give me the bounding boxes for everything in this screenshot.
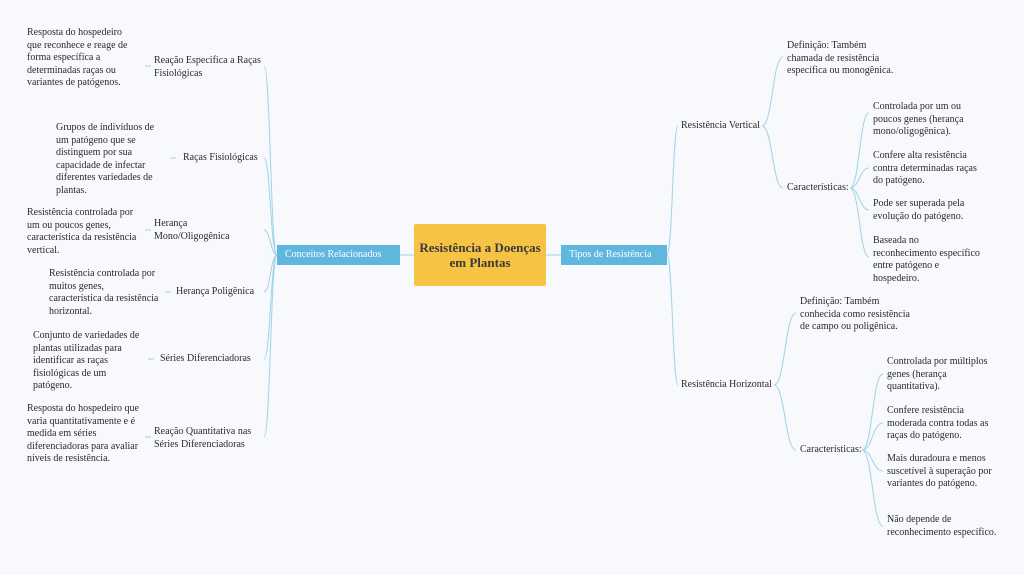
detail-heranca-poligenica: Resistência controlada por muitos genes,… [49, 268, 159, 317]
vertical-definition: Definição: Também chamada de resistência… [787, 40, 894, 76]
branch-heranca-mono[interactable]: Herança Mono/Oligogênica [154, 218, 230, 242]
link-vertical-char-3 [849, 187, 870, 258]
link-horizontal-char-0 [861, 373, 884, 451]
detail-heranca-mono: Resistência controlada por um ou poucos … [27, 207, 137, 256]
detail-series-diferenciadoras: Conjunto de variedades de plantas utiliz… [33, 330, 140, 391]
link-horizontal-char-1 [861, 422, 884, 451]
branch-resistencia-horizontal[interactable]: Resistência Horizontal [681, 379, 772, 390]
link-left-branch-2 [263, 229, 278, 256]
link-horizontal-char-3 [861, 449, 884, 527]
vertical-char-4: Baseada no reconhecimento específico ent… [873, 235, 980, 284]
horizontal-char-1: Controlada por múltiplos genes (herança … [887, 356, 988, 392]
branch-resistencia-vertical[interactable]: Resistência Vertical [681, 120, 760, 131]
detail-racas-fisiologicas: Grupos de indivíduos de um patógeno que … [56, 122, 155, 196]
link-right-horizontal [666, 254, 679, 386]
link-left-branch-1 [263, 157, 278, 256]
branch-heranca-poligenica[interactable]: Herança Poligênica [176, 286, 255, 297]
horizontal-characteristics-label[interactable]: Características: [800, 444, 862, 455]
link-horizontal-characteristics [773, 384, 797, 451]
hub-conceitos-relacionados[interactable]: Conceitos Relacionados [277, 245, 400, 265]
horizontal-definition: Definição: Também conhecida como resistê… [800, 296, 910, 332]
horizontal-char-2: Confere resistência moderada contra toda… [887, 405, 989, 441]
link-vertical-char-0 [849, 112, 870, 189]
vertical-characteristics-label[interactable]: Características: [787, 182, 849, 193]
link-vertical-definition [761, 56, 784, 127]
hub-label: Tipos de Resistência [569, 249, 652, 260]
link-left-branch-5 [263, 254, 278, 438]
horizontal-char-4: Não depende de reconhecimento específico… [887, 514, 997, 538]
vertical-char-3: Pode ser superada pela evolução do patóg… [873, 198, 965, 222]
link-vertical-char-1 [849, 167, 870, 189]
link-vertical-characteristics [761, 125, 784, 189]
detail-reacao-quantitativa: Resposta do hospedeiro que varia quantit… [27, 403, 139, 464]
link-left-branch-0 [263, 65, 278, 256]
link-left-branch-4 [263, 254, 278, 360]
branch-racas-fisiologicas[interactable]: Raças Fisiológicas [183, 152, 258, 163]
hub-tipos-de-resistencia[interactable]: Tipos de Resistência [561, 245, 667, 265]
horizontal-char-3: Mais duradoura e menos suscetível à supe… [887, 453, 992, 489]
link-horizontal-char-2 [861, 449, 884, 472]
branch-series-diferenciadoras[interactable]: Séries Diferenciadoras [160, 353, 251, 364]
hub-label: Conceitos Relacionados [285, 249, 382, 260]
link-horizontal-definition [773, 312, 797, 386]
central-topic-label: Resistência a Doenças em Plantas [419, 240, 541, 270]
central-topic[interactable]: Resistência a Doenças em Plantas [414, 224, 546, 286]
detail-reacao-especifica: Resposta do hospedeiro que reconhece e r… [27, 27, 128, 88]
vertical-char-2: Confere alta resistência contra determin… [873, 150, 977, 186]
branch-reacao-especifica[interactable]: Reação Específica a Raças Fisiológicas [154, 55, 261, 79]
vertical-char-1: Controlada por um ou poucos genes (heran… [873, 101, 964, 137]
branch-reacao-quantitativa[interactable]: Reação Quantitativa nas Séries Diferenci… [154, 426, 252, 450]
link-right-vertical [666, 125, 679, 256]
